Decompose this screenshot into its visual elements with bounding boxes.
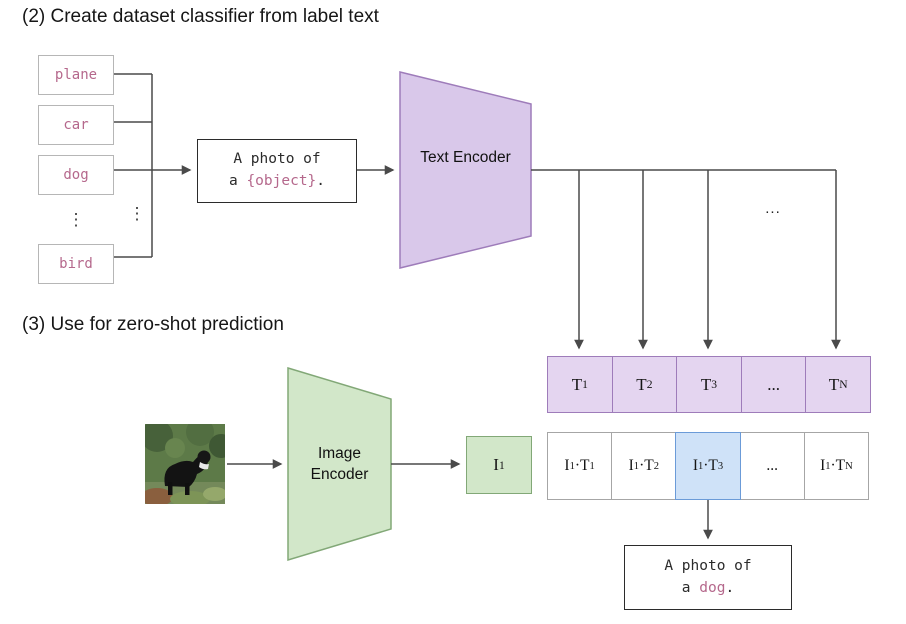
prediction-line2: a dog. (682, 578, 734, 600)
class-label-box: car (38, 105, 114, 145)
similarity-cell: ... (739, 432, 805, 500)
class-label-box: plane (38, 55, 114, 95)
vertical-ellipsis-bracket: ⋮ (128, 203, 146, 223)
prediction-box: A photo of a dog. (624, 545, 792, 610)
text-encoder-shape (399, 71, 532, 269)
prompt-line1: A photo of (233, 151, 321, 168)
class-label-box: dog (38, 155, 114, 195)
prompt-line2: a {object}. (229, 171, 325, 193)
prompt-suffix: . (316, 173, 326, 189)
prediction-suffix: . (725, 579, 735, 596)
image-encoder-shape (287, 366, 392, 562)
section3-title: (3) Use for zero-shot prediction (22, 314, 284, 335)
prompt-prefix: a (228, 173, 247, 189)
prediction-prefix: a (681, 579, 700, 596)
prompt-template-box: A photo of a {object}. (197, 139, 357, 203)
dog-photo-image (145, 424, 225, 504)
text-encoder-output-connectors (531, 169, 841, 350)
prediction-object-token: dog (699, 579, 726, 596)
horizontal-ellipsis-upper: ... (765, 200, 781, 217)
vertical-ellipsis-labels: ⋮ (67, 209, 85, 229)
text-embedding-cell: ... (740, 357, 806, 412)
prediction-line1: A photo of (664, 557, 752, 574)
image-encoder-label: Image Encoder (310, 445, 369, 483)
prompt-object-token: {object} (246, 173, 317, 189)
dog-photo (145, 424, 225, 504)
class-label-box: bird (38, 244, 114, 284)
section2-title: (2) Create dataset classifier from label… (22, 6, 379, 27)
class-label-column: plane car dog ⋮ bird (38, 55, 114, 284)
label-bracket-connectors (112, 73, 192, 258)
text-encoder-label: Text Encoder (420, 149, 511, 166)
